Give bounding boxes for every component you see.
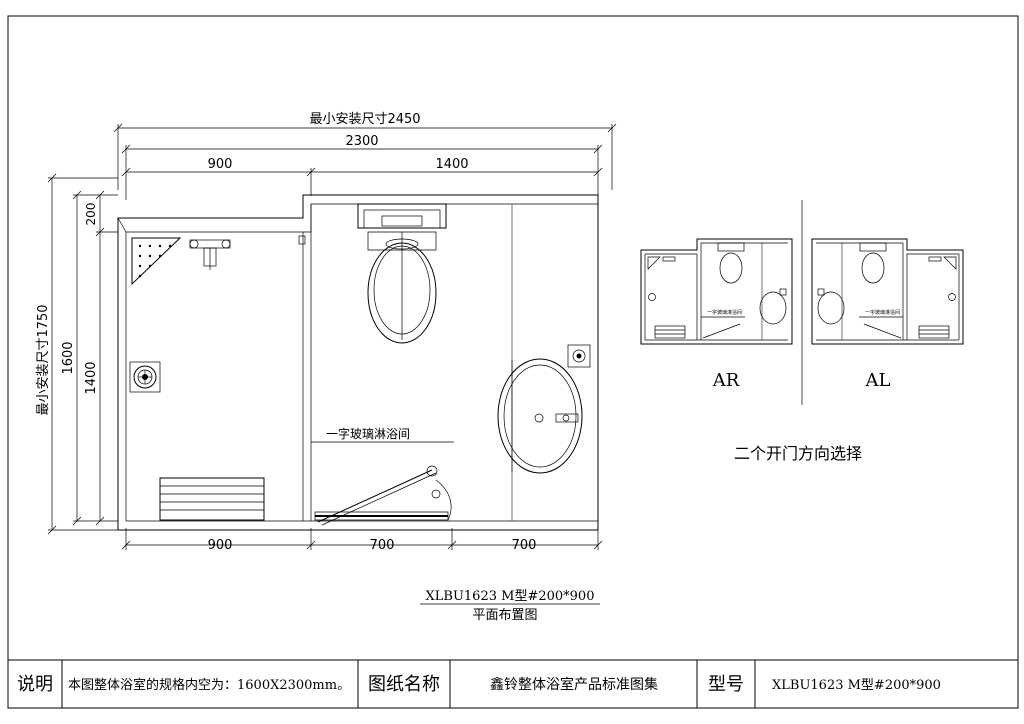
top-dimensions: 最小安装尺寸2450 2300 900 1400	[113, 112, 617, 200]
sheet-border	[7, 15, 1019, 709]
dim-bottom-mid: 700	[370, 538, 395, 553]
main-plan: 一字玻璃淋浴间	[117, 194, 599, 531]
drawing-name-label: 图纸名称	[368, 674, 440, 695]
dim-bottom-right: 700	[512, 538, 537, 553]
corner-shelf	[131, 237, 182, 286]
dim-min-install-width: 最小安装尺寸2450	[309, 112, 420, 127]
variant-ar-label: AR	[712, 370, 740, 391]
bottom-dimensions: 900 700 700	[121, 528, 603, 553]
title-block: 说明 本图整体浴室的规格内空为：1600X2300mm。 图纸名称 鑫铃整体浴室…	[8, 659, 1018, 708]
dim-total-width: 2300	[345, 134, 378, 149]
toilet-icon	[357, 203, 447, 344]
corner-shelf-dots	[138, 244, 172, 278]
shower-bench	[159, 477, 265, 521]
dim-left-width: 900	[208, 157, 233, 172]
model-value: XLBU1623 M型#200*900	[772, 678, 941, 693]
model-label: 型号	[708, 674, 744, 695]
dim-depth-step: 200	[84, 203, 98, 226]
glass-shower-label: 一字玻璃淋浴间	[326, 426, 410, 441]
glass-shower-door	[314, 465, 452, 526]
dim-depth-inner: 1400	[84, 361, 99, 394]
drawing-name: 鑫铃整体浴室产品标准图集	[490, 676, 658, 693]
washbasin-icon	[497, 358, 583, 474]
note-text: 本图整体浴室的规格内空为：1600X2300mm。	[68, 677, 350, 693]
mini-plan-ar: 一字玻璃淋浴间 AR	[640, 238, 793, 391]
mini-ar-glass-label: 一字玻璃淋浴间	[707, 309, 742, 316]
plan-title: 平面布置图	[472, 608, 537, 623]
note-label: 说明	[17, 674, 53, 695]
mini-plan-al: 一字玻璃淋浴间 AL	[811, 238, 964, 391]
wall-fixture-icon	[567, 344, 591, 368]
dim-bottom-left: 900	[208, 538, 233, 553]
variant-al-label: AL	[865, 370, 891, 391]
door-options-label: 二个开门方向选择	[734, 444, 862, 463]
shower-mixer	[189, 239, 231, 270]
dim-min-install-depth: 最小安装尺寸1750	[36, 304, 51, 415]
drawing-model: XLBU1623 M型#200*900	[426, 589, 595, 604]
dim-depth-total: 1600	[61, 341, 76, 374]
left-dimensions: 最小安装尺寸1750 1600 200 1400	[36, 173, 118, 535]
floor-drain-icon	[129, 361, 161, 393]
mini-al-glass-label: 一字玻璃淋浴间	[865, 309, 900, 316]
dim-right-width: 1400	[435, 157, 468, 172]
